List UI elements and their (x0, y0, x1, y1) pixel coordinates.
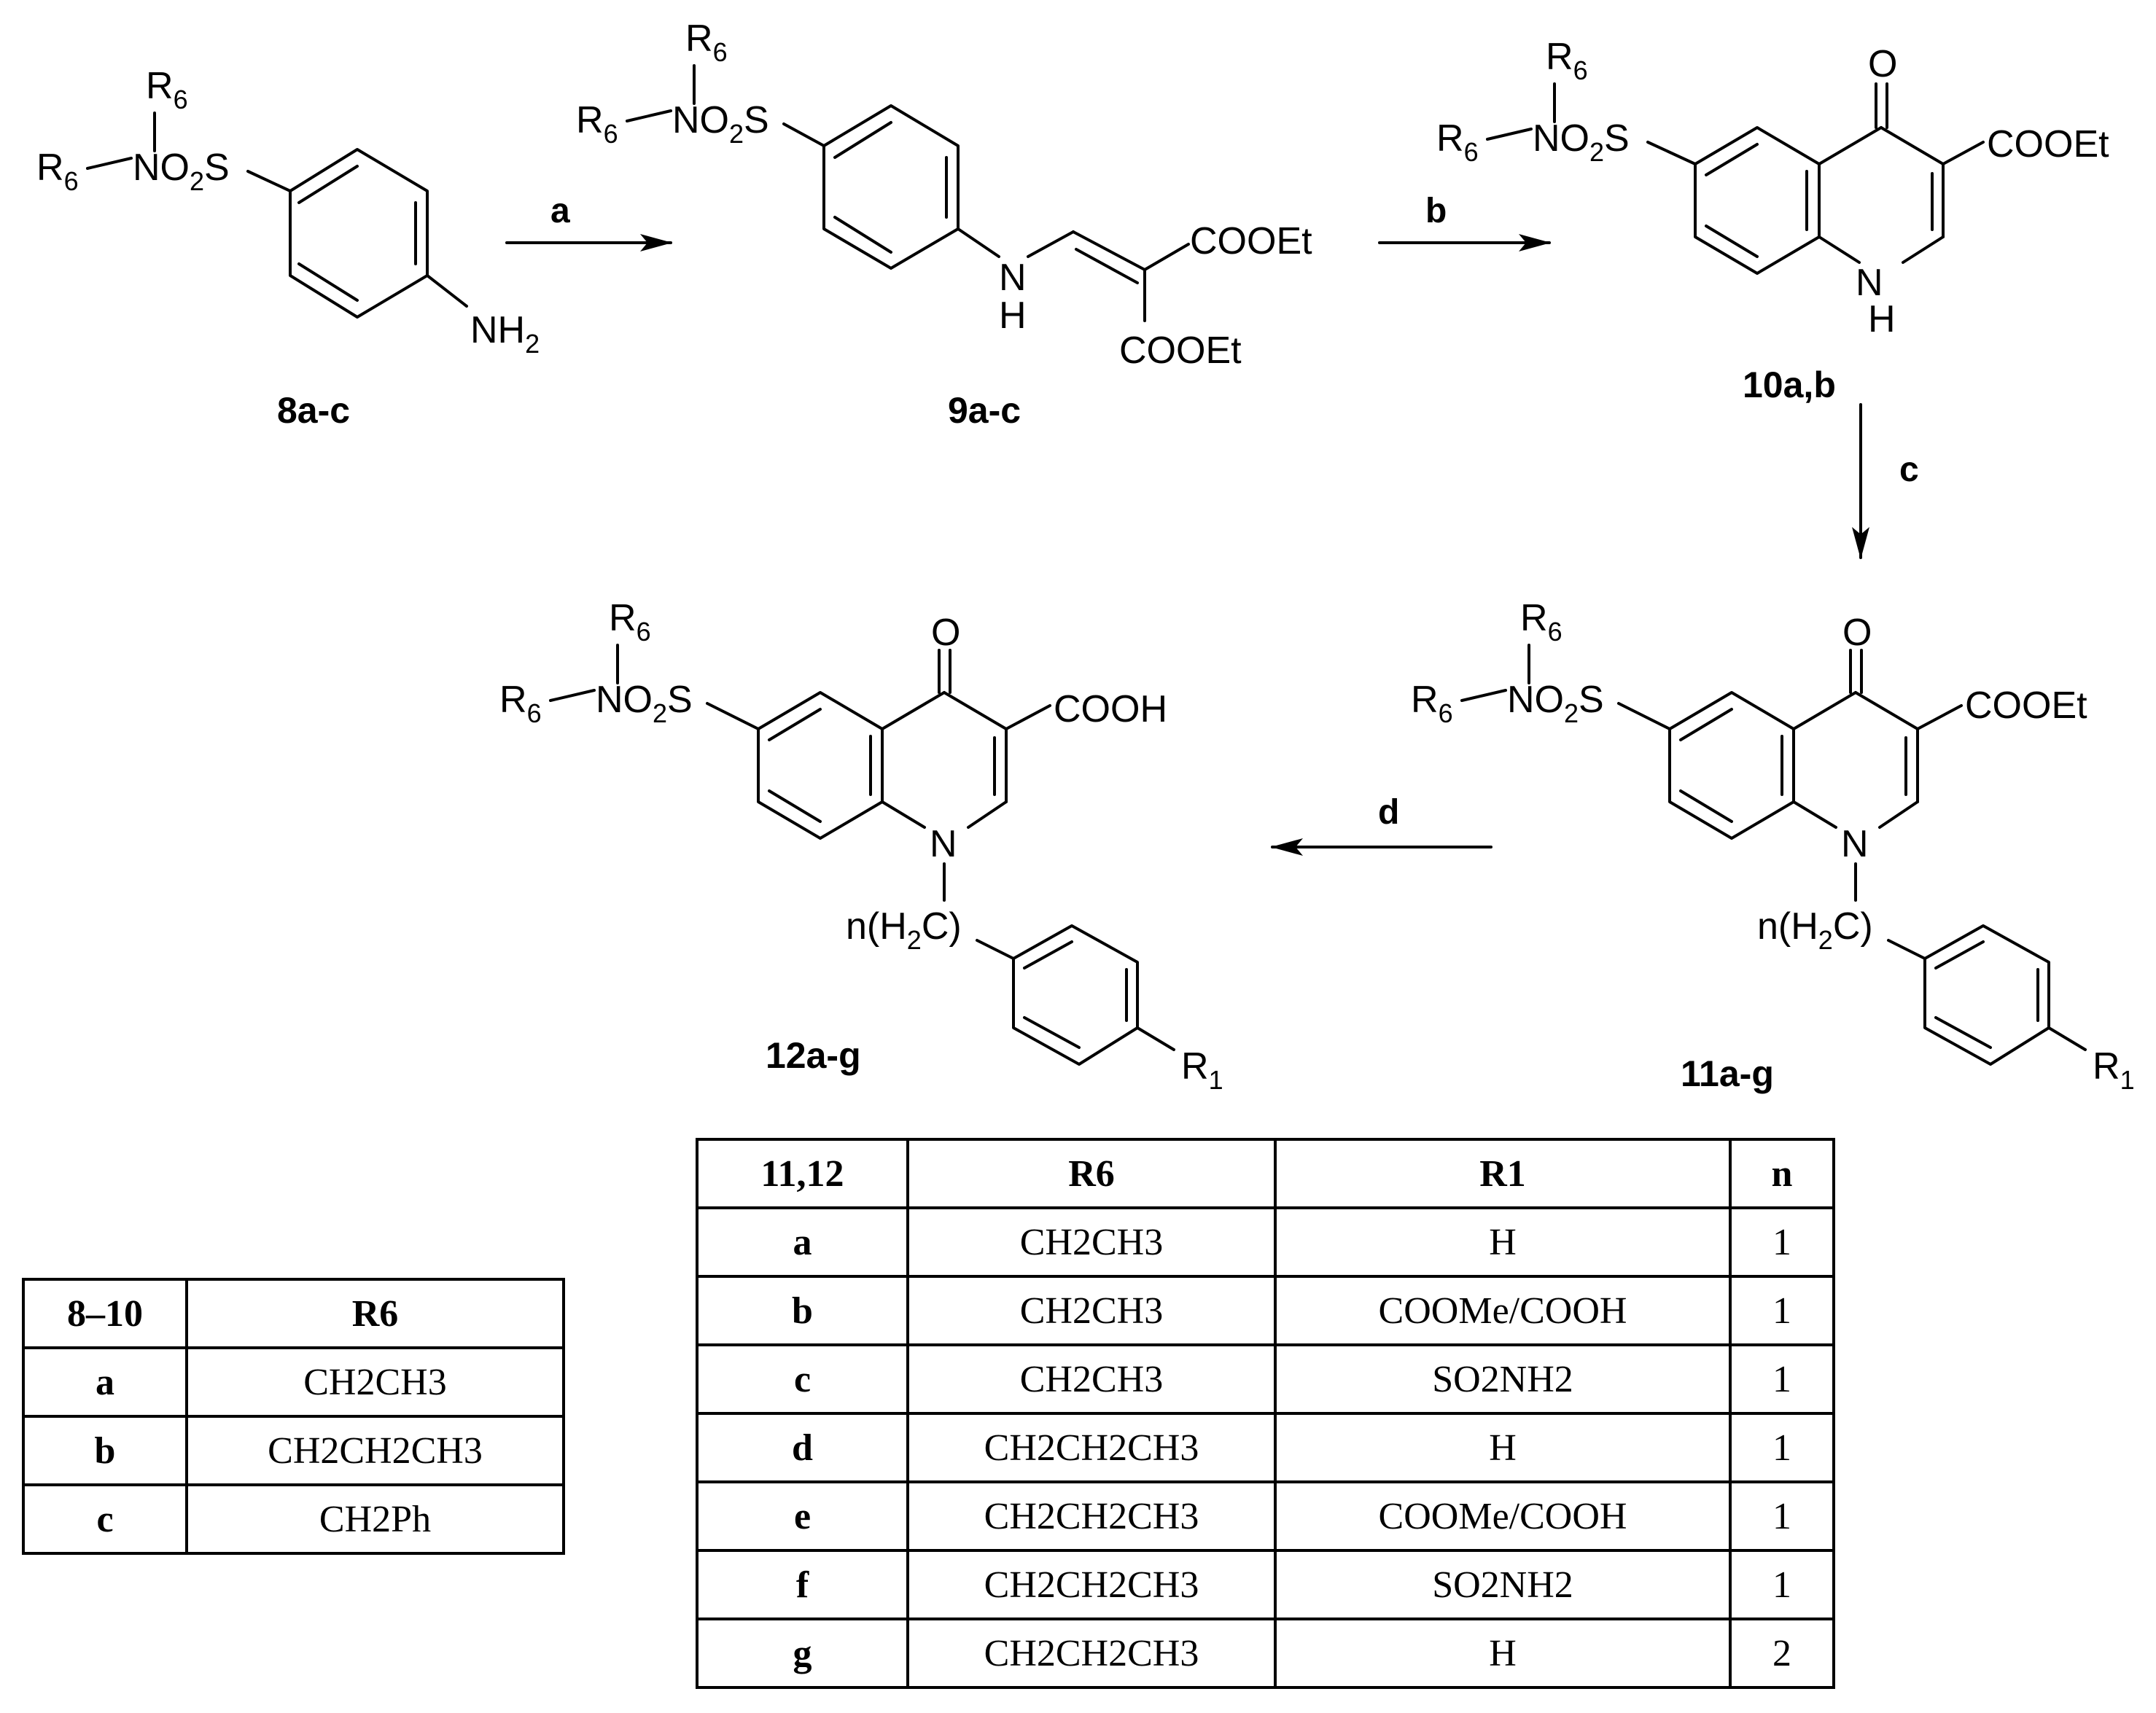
reaction-scheme: R6 R6 NO2S NH2 8a-c a N H C (35, 16, 2135, 1095)
table-row: d CH2CH2CH3 H 1 (696, 1412, 1835, 1483)
table-cell: H (1274, 1206, 1732, 1278)
table-cell: 1 (1729, 1480, 1835, 1552)
compound-12-structure: N O COOH n(H2C) R1 (498, 596, 1223, 1095)
table-cell: a (22, 1346, 188, 1418)
table-cell: CH2CH3 (185, 1346, 565, 1418)
compound-10-label: 10a,b (1743, 364, 1836, 405)
table-cell: 2 (1729, 1618, 1835, 1689)
ring-n-label: N (1841, 823, 1869, 865)
substituent-table-8-10: 8–10 R6 a CH2CH3 b CH2CH2CH3 c CH2Ph (22, 1278, 565, 1555)
table-row: c CH2Ph (22, 1483, 565, 1555)
table-cell: 1 (1729, 1343, 1835, 1415)
compound-11-label: 11a-g (1681, 1053, 1774, 1094)
cooet-label: COOEt (1119, 329, 1242, 372)
compound-12-label: 12a-g (766, 1035, 861, 1076)
ring-h-label: H (1868, 298, 1896, 340)
compound-10-structure: N H O COOEt (1435, 34, 2109, 340)
table-row: e CH2CH2CH3 COOMe/COOH 1 (696, 1480, 1835, 1552)
step-a-label: a (550, 192, 570, 230)
table-cell: 1 (1729, 1549, 1835, 1620)
step-b-label: b (1425, 192, 1447, 230)
table-row: g CH2CH2CH3 H 2 (696, 1618, 1835, 1689)
step-d-label: d (1378, 793, 1399, 832)
table-cell: b (696, 1275, 909, 1346)
table-cell: 1 (1729, 1412, 1835, 1483)
table-header: R6 (185, 1278, 565, 1349)
table-header: R1 (1274, 1138, 1732, 1209)
table-row: c CH2CH3 SO2NH2 1 (696, 1343, 1835, 1415)
table-cell: d (696, 1412, 909, 1483)
table-cell: H (1274, 1412, 1732, 1483)
table-cell: CH2CH2CH3 (185, 1415, 565, 1486)
linker-label: n(H2C) (1757, 905, 1873, 955)
substituent-table-11-12: 11,12 R6 R1 n a CH2CH3 H 1 b CH2CH3 COOM… (696, 1138, 1835, 1689)
table-cell: g (696, 1618, 909, 1689)
table-cell: COOMe/COOH (1274, 1480, 1732, 1552)
step-c-label: c (1899, 450, 1919, 489)
table-cell: c (22, 1483, 188, 1555)
table-cell: a (696, 1206, 909, 1278)
table-header: n (1729, 1138, 1835, 1209)
table-cell: 1 (1729, 1206, 1835, 1278)
compound-9-label: 9a-c (948, 390, 1021, 431)
table-cell: CH2Ph (185, 1483, 565, 1555)
carbonyl-o-label: O (931, 612, 960, 654)
table-cell: CH2CH2CH3 (906, 1618, 1277, 1689)
table-cell: e (696, 1480, 909, 1552)
table-row: b CH2CH3 COOMe/COOH 1 (696, 1275, 1835, 1346)
cooet-label: COOEt (1965, 684, 2087, 727)
table-cell: CH2CH3 (906, 1343, 1277, 1415)
table-cell: CH2CH2CH3 (906, 1549, 1277, 1620)
cooet-label: COOEt (1190, 220, 1312, 262)
table-cell: 1 (1729, 1275, 1835, 1346)
r1-label: R1 (1181, 1045, 1223, 1095)
compound-8-structure: NH2 (35, 63, 540, 359)
table-header: 8–10 (22, 1278, 188, 1349)
table-cell: c (696, 1343, 909, 1415)
table-cell: CH2CH2CH3 (906, 1480, 1277, 1552)
table-cell: H (1274, 1618, 1732, 1689)
cooh-label: COOH (1054, 688, 1167, 730)
table-header: R6 (906, 1138, 1277, 1209)
nh-h-label: H (999, 294, 1027, 337)
table-row: a CH2CH3 H 1 (696, 1206, 1835, 1278)
ring-n-label: N (930, 823, 957, 865)
table-cell: CH2CH3 (906, 1206, 1277, 1278)
table-cell: CH2CH3 (906, 1275, 1277, 1346)
carbonyl-o-label: O (1868, 43, 1897, 85)
linker-label: n(H2C) (846, 905, 962, 955)
table-cell: f (696, 1549, 909, 1620)
table-cell: SO2NH2 (1274, 1343, 1732, 1415)
compound-9-structure: N H COOEt COOEt (575, 16, 1312, 372)
compound-11-structure: N O COOEt n(H2C) R1 (1409, 596, 2135, 1095)
carbonyl-o-label: O (1842, 612, 1872, 654)
table-cell: CH2CH2CH3 (906, 1412, 1277, 1483)
table-row: a CH2CH3 (22, 1346, 565, 1418)
table-header: 11,12 (696, 1138, 909, 1209)
nh-n-label: N (999, 257, 1027, 299)
table-cell: SO2NH2 (1274, 1549, 1732, 1620)
compound-8-label: 8a-c (277, 390, 350, 431)
r1-label: R1 (2093, 1045, 2135, 1095)
cooet-label: COOEt (1987, 123, 2109, 165)
ring-n-label: N (1856, 262, 1883, 304)
nh2-label: NH2 (470, 309, 540, 359)
table-row: f CH2CH2CH3 SO2NH2 1 (696, 1549, 1835, 1620)
table-cell: b (22, 1415, 188, 1486)
table-row: b CH2CH2CH3 (22, 1415, 565, 1486)
table-cell: COOMe/COOH (1274, 1275, 1732, 1346)
